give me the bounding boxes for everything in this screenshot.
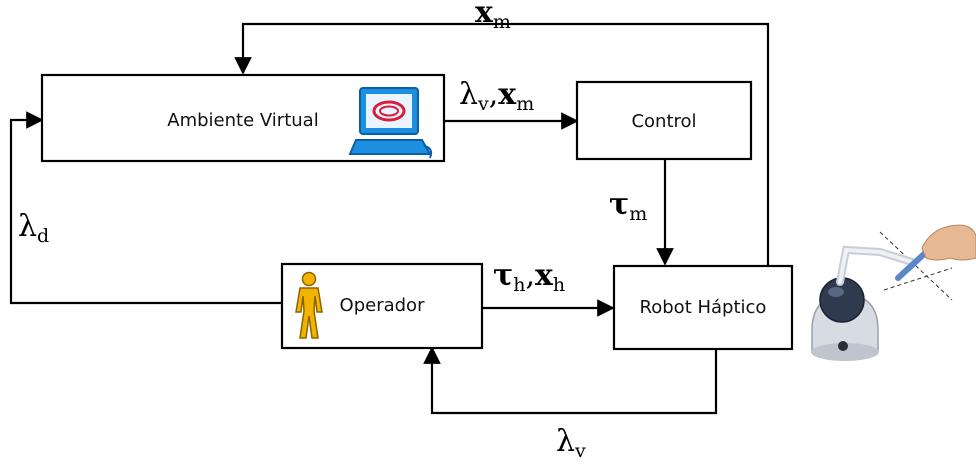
block-robot-haptico: Robot Háptico — [612, 264, 794, 351]
signal-lambda-v-xm: λv,xm — [459, 77, 534, 115]
signal-xm-top: xm — [475, 0, 511, 33]
wire-robot-to-operador — [423, 346, 718, 415]
robot-haptico-label: Robot Háptico — [640, 297, 767, 318]
person-icon — [295, 271, 323, 339]
control-label: Control — [631, 111, 696, 132]
block-ambiente-virtual: Ambiente Virtual — [40, 73, 446, 163]
signal-tau-h-xh: τh,xh — [493, 258, 565, 296]
operador-label: Operador — [340, 295, 426, 316]
signal-lambda-v-bottom: λv — [556, 424, 586, 462]
connections — [9, 22, 770, 415]
computer-icon — [348, 87, 433, 159]
block-control: Control — [575, 80, 753, 161]
wire-operador-to-av — [9, 111, 282, 305]
ambiente-virtual-label: Ambiente Virtual — [167, 110, 318, 131]
block-operador: Operador — [280, 262, 484, 350]
signal-tau-m: τm — [609, 187, 647, 225]
haptic-device-icon — [811, 224, 976, 361]
wire-xm-feedback — [234, 22, 770, 266]
signal-lambda-d: λd — [18, 209, 49, 247]
